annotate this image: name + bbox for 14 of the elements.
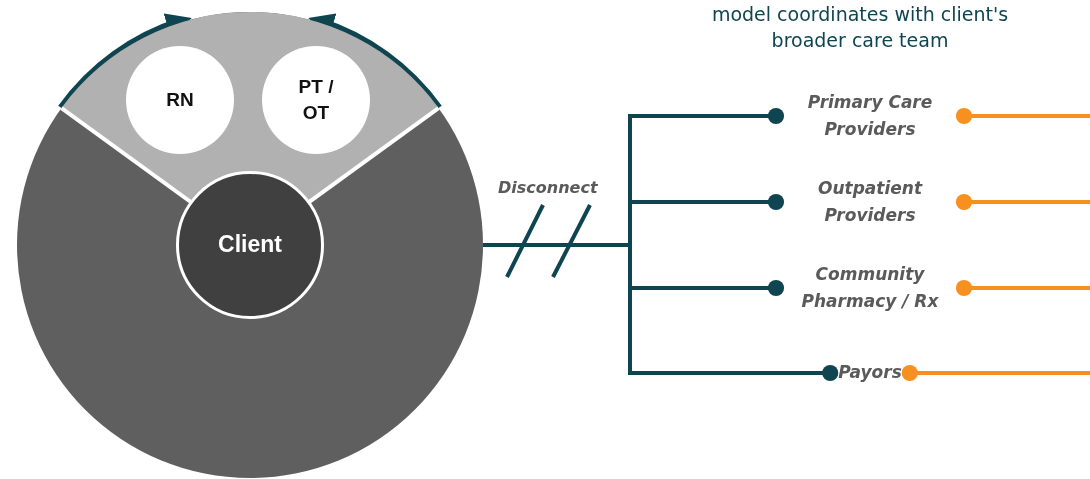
circle-label: Client (218, 230, 282, 260)
outer-circle (17, 12, 483, 478)
connector-line (955, 279, 1090, 297)
connector-line (955, 107, 1090, 125)
connector-line (955, 193, 1090, 211)
connector-line (901, 364, 1090, 382)
provider-label: Primary Care Providers (784, 88, 956, 144)
circle-label: RN (166, 88, 194, 113)
provider-label: Payors (838, 359, 902, 387)
provider-label: Community Pharmacy / Rx (784, 260, 956, 316)
title: model coordinates with client's broader care team (710, 2, 1010, 53)
provider-label: Outpatient Providers (784, 174, 956, 230)
text-label: Disconnect (498, 178, 598, 198)
circle-label: PT / OT (297, 75, 335, 125)
